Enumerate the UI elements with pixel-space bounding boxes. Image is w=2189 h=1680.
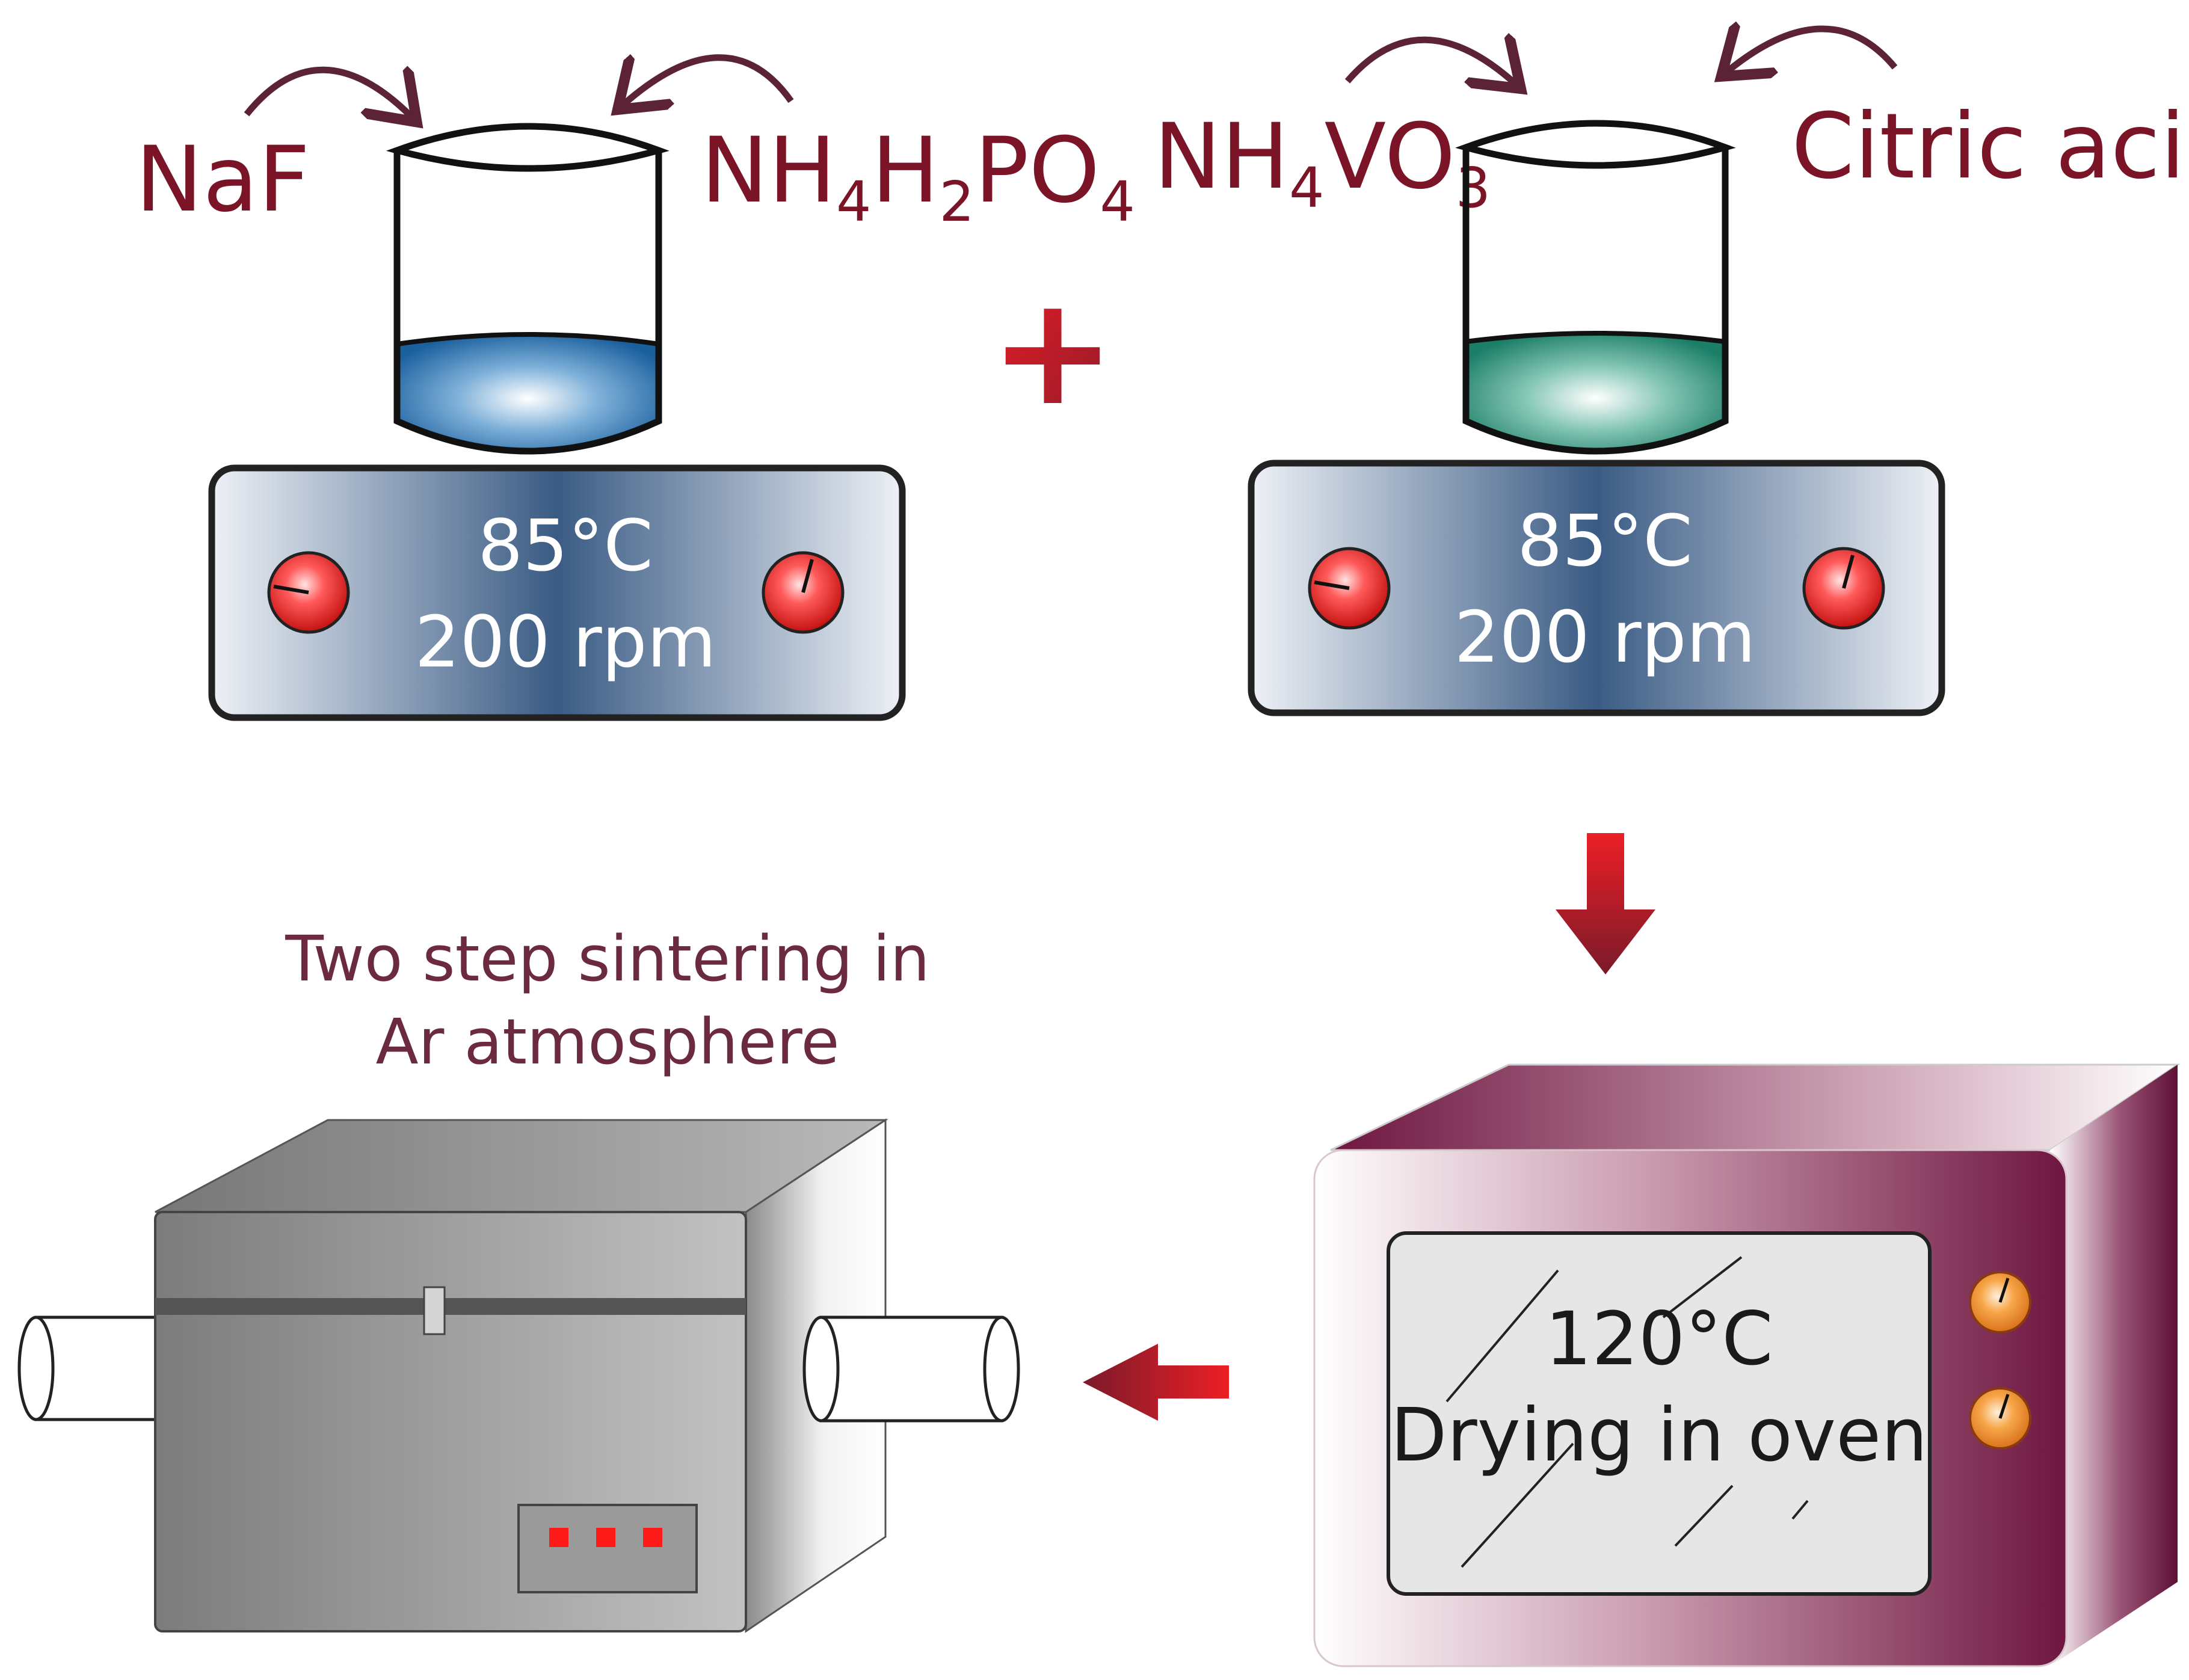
- furnace-indicator-light-1: [549, 1528, 568, 1547]
- oven-window: [1387, 1231, 1932, 1596]
- nh4vo3-addition-arrow: [1344, 40, 1516, 84]
- furnace-indicator-light-2: [596, 1528, 615, 1547]
- hotplate-left: 85°C 200 rpm: [208, 464, 906, 721]
- furnace-latch: [423, 1286, 446, 1335]
- furnace-tube-left: [17, 1315, 158, 1421]
- oven-top-face: [1330, 1063, 2181, 1151]
- teal-solution: [1466, 333, 1725, 451]
- furnace-lid-seam: [155, 1298, 746, 1315]
- furnace-tube-right: [802, 1315, 1020, 1423]
- left-mixing-step: NaF NH4H2PO4 85°C 200 rpm: [135, 58, 1135, 721]
- left-arrow: [1083, 1344, 1229, 1421]
- naf-addition-arrow: [244, 70, 412, 117]
- oven-label: Drying in oven: [1391, 1392, 1928, 1478]
- oven-dial-2: [1969, 1387, 2031, 1450]
- oven-temperature: 120°C: [1545, 1296, 1773, 1382]
- nh4h2po4-label: NH4H2PO4: [701, 118, 1135, 234]
- hotplate-right-dial-2: [1802, 547, 1885, 630]
- furnace-caption-line1: Two step sintering in: [285, 922, 929, 995]
- furnace-indicator-light-3: [643, 1528, 662, 1547]
- down-arrow: [1556, 833, 1655, 974]
- nh4h2po4-addition-arrow: [623, 58, 794, 105]
- citric-acid-label: Citric acid: [1791, 94, 2189, 199]
- hotplate-right-temperature: 85°C: [1517, 499, 1693, 582]
- hotplate-left-dial-1: [267, 551, 350, 634]
- right-mixing-step: NH4VO3 Citric acid 85°C 200 rpm: [1154, 29, 2189, 716]
- hotplate-right-speed: 200 rpm: [1454, 595, 1755, 678]
- beaker-blue: [386, 123, 670, 455]
- hotplate-left-speed: 200 rpm: [414, 600, 716, 683]
- tube-furnace: Two step sintering in Ar atmosphere: [17, 922, 1020, 1633]
- oven-side-face: [2050, 1065, 2178, 1666]
- furnace-control-panel: [517, 1504, 698, 1593]
- oven-glare-lines: [1445, 1256, 1809, 1568]
- citric-acid-addition-arrow: [1726, 29, 1898, 72]
- drying-oven: 120°C Drying in oven: [1313, 1063, 2181, 1667]
- nh4vo3-label: NH4VO3: [1154, 105, 1491, 220]
- hotplate-right: 85°C 200 rpm: [1248, 460, 1945, 716]
- furnace-caption-line2: Ar atmosphere: [376, 1005, 840, 1078]
- hotplate-right-dial-1: [1308, 547, 1391, 630]
- naf-label: NaF: [135, 128, 310, 232]
- beaker-teal: [1455, 120, 1736, 455]
- blue-solution: [397, 334, 659, 451]
- plus-sign: +: [990, 263, 1115, 438]
- oven-dial-1: [1969, 1271, 2031, 1334]
- hotplate-left-temperature: 85°C: [478, 504, 653, 587]
- hotplate-left-dial-2: [762, 551, 845, 634]
